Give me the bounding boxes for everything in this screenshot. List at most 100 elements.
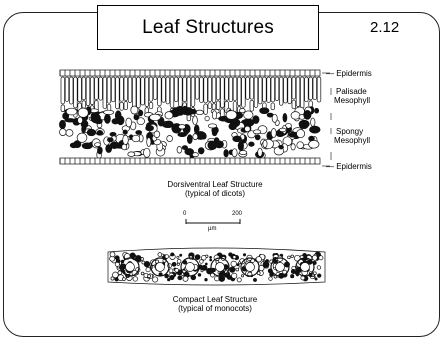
spongy-cell — [198, 148, 204, 154]
dicot-leaf-cross-section — [59, 70, 320, 164]
palisade-cell — [237, 77, 241, 106]
monocot-cell — [171, 253, 174, 256]
spongy-cell — [126, 118, 132, 127]
spongy-cell — [196, 110, 203, 115]
spongy-cell — [147, 138, 151, 147]
spongy-cell — [232, 149, 237, 157]
palisade-cell — [216, 77, 220, 100]
dicot-caption-line1: Dorsiventral Leaf Structure — [130, 180, 300, 189]
palisade-cell — [216, 101, 220, 110]
spongy-cell — [310, 126, 321, 133]
spongy-cell — [70, 143, 77, 148]
palisade-cell — [86, 77, 90, 106]
spongy-cell — [193, 116, 198, 125]
spongy-cell — [208, 124, 216, 128]
palisade-cell — [170, 77, 174, 107]
spongy-cell — [87, 129, 96, 136]
vascular-bundle-core — [186, 263, 195, 272]
spongy-cell — [59, 120, 65, 129]
spongy-cell — [253, 130, 261, 134]
spongy-cell — [144, 148, 151, 157]
palisade-cell — [65, 77, 69, 101]
monocot-cell — [296, 274, 298, 276]
monocot-cell — [288, 256, 291, 259]
monocot-cell — [201, 270, 203, 272]
spongy-cell — [132, 135, 140, 142]
monocot-cell — [144, 261, 150, 267]
monocot-caption: Compact Leaf Structure (typical of monoc… — [130, 295, 300, 313]
monocot-cell — [177, 256, 179, 258]
monocot-cell — [230, 267, 235, 272]
spongy-cell — [297, 142, 304, 149]
spongy-cell — [279, 128, 286, 132]
label-epidermis-bottom: — Epidermis — [326, 162, 372, 171]
scale-unit-label: µm — [208, 226, 216, 232]
palisade-cell — [149, 102, 153, 109]
monocot-caption-line1: Compact Leaf Structure — [130, 295, 300, 304]
monocot-cell — [227, 275, 231, 279]
spongy-cell — [205, 116, 209, 121]
monocot-cell — [243, 254, 245, 256]
spongy-cell — [193, 134, 198, 140]
monocot-cell — [314, 272, 317, 275]
spongy-cell — [226, 111, 237, 120]
monocot-cell — [183, 276, 188, 281]
palisade-cell — [233, 102, 237, 112]
spongy-cell — [229, 123, 237, 130]
label-palisade-1: Palisade — [336, 87, 367, 96]
spongy-cell — [283, 113, 287, 122]
spongy-cell — [128, 152, 135, 157]
palisade-cell — [111, 77, 115, 102]
vascular-bundle-core — [276, 263, 285, 272]
spongy-cell — [136, 131, 142, 135]
spongy-cell — [66, 108, 77, 115]
spongy-cell — [167, 136, 173, 142]
palisade-cell — [61, 105, 65, 112]
scale-start-label: 0 — [183, 211, 186, 217]
palisade-cell — [292, 100, 296, 109]
palisade-cell — [82, 101, 86, 108]
palisade-cell — [284, 77, 288, 103]
spongy-cell — [299, 122, 308, 129]
monocot-cell — [146, 267, 150, 271]
monocot-cell — [180, 254, 182, 256]
monocot-cell — [178, 276, 182, 280]
monocot-cell — [241, 275, 243, 277]
monocot-cell — [177, 263, 179, 265]
monocot-cell — [232, 273, 237, 278]
spongy-cell — [110, 142, 119, 149]
palisade-cell — [221, 77, 225, 108]
spongy-cell — [212, 130, 217, 136]
palisade-cell — [158, 77, 162, 106]
spongy-cell — [249, 142, 255, 146]
palisade-cell — [208, 103, 212, 109]
palisade-cell — [288, 77, 292, 104]
label-epidermis-top: — Epidermis — [326, 69, 372, 78]
spongy-cell — [304, 110, 311, 119]
palisade-cell — [99, 77, 103, 100]
monocot-cell — [141, 272, 144, 275]
monocot-cell — [165, 255, 169, 259]
spongy-cell — [104, 114, 110, 123]
palisade-cell — [250, 100, 254, 111]
spongy-cell — [291, 144, 295, 150]
monocot-cell — [317, 274, 321, 278]
spongy-cell — [177, 147, 182, 154]
monocot-cell — [115, 262, 119, 266]
spongy-cell — [173, 108, 177, 114]
spongy-cell — [214, 138, 219, 144]
monocot-cell — [315, 278, 317, 280]
spongy-cell — [94, 143, 100, 147]
dicot-caption: Dorsiventral Leaf Structure (typical of … — [130, 180, 300, 198]
monocot-cell — [172, 262, 176, 266]
vascular-bundle-core — [126, 263, 135, 272]
palisade-cell — [103, 77, 107, 109]
vascular-bundle-core — [156, 263, 165, 272]
palisade-cell — [120, 77, 124, 101]
spongy-cell — [260, 108, 269, 114]
spongy-cell — [187, 135, 192, 144]
monocot-cell — [205, 278, 208, 281]
palisade-cell — [271, 77, 275, 102]
